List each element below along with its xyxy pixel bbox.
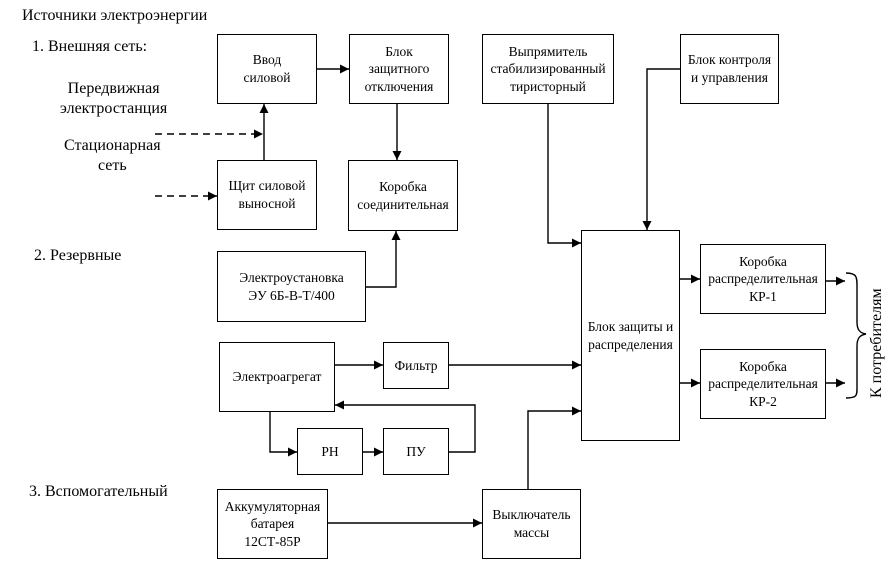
stationary-net-label: Стационарная сеть <box>64 137 161 174</box>
block-vypr: Выпрямитель стабилизированный тиристорны… <box>482 34 614 104</box>
consumers-brace <box>845 272 867 399</box>
block-kr1: Коробка распределительная КР-1 <box>700 244 826 314</box>
block-akb: Аккумуляторная батарея 12СТ-85Р <box>217 489 328 559</box>
block-kr2: Коробка распределительная КР-2 <box>700 349 826 419</box>
group-external-label: 1. Внешняя сеть: <box>32 38 148 55</box>
block-shchit: Щит силовой выносной <box>217 160 317 230</box>
block-otkl: Блок защитного отключения <box>349 34 449 104</box>
block-rn: РН <box>297 428 363 475</box>
mobile-station-label: Передвижная электростанция <box>60 80 168 117</box>
consumers-label: К потребителям <box>868 288 885 398</box>
group-auxiliary-label: 3. Вспомогательный <box>29 483 168 500</box>
pu-to-agregat <box>335 400 476 453</box>
eu-to-korobka <box>366 231 401 288</box>
kontrol-to-zashchita <box>642 68 680 230</box>
block-agregat: Электроагрегат <box>219 342 335 412</box>
vykl-to-zashchita <box>527 406 581 489</box>
block-eu: Электроустановка ЭУ 6Б-В-Т/400 <box>217 251 366 322</box>
block-korobka-soed: Коробка соединительная <box>348 160 458 231</box>
block-zashchita: Блок защиты и распределения <box>581 230 680 441</box>
block-filtr: Фильтр <box>383 342 449 389</box>
block-vykl: Выключатель массы <box>482 489 581 559</box>
diagram-title: Источники электроэнергии <box>22 7 208 24</box>
agregat-to-rn <box>269 412 297 457</box>
vypr-to-zashchita <box>547 104 581 248</box>
block-kontrol: Блок контроля и управления <box>680 34 779 104</box>
block-pu: ПУ <box>383 428 449 475</box>
group-reserve-label: 2. Резервные <box>34 247 122 264</box>
block-vvod: Ввод силовой <box>217 34 317 104</box>
